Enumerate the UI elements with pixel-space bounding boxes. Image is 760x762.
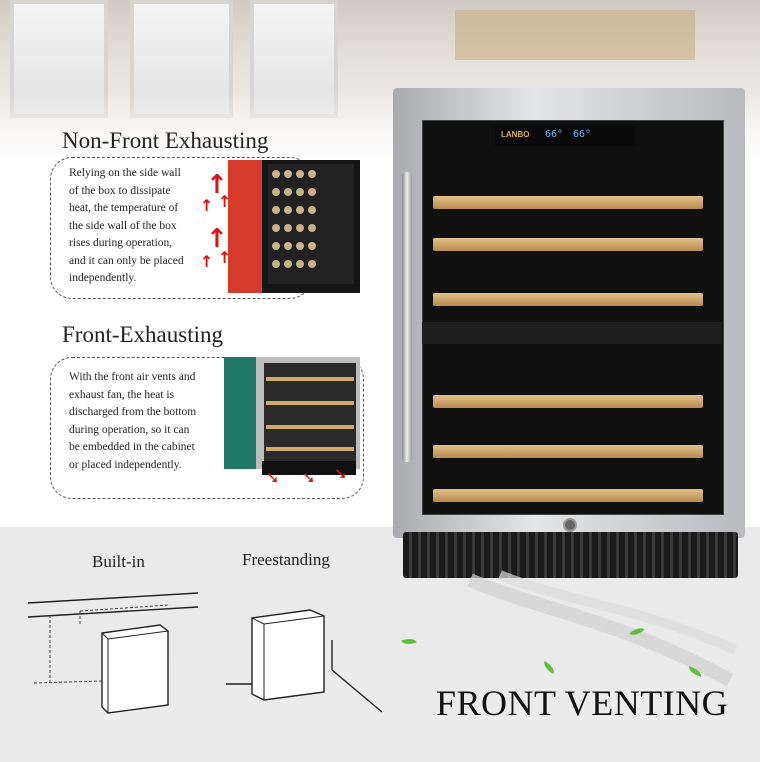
non-front-fridge-image	[228, 160, 360, 293]
built-in-diagram	[27, 592, 199, 714]
front-venting-title: FRONT VENTING	[436, 683, 729, 723]
non-front-heading: Non-Front Exhausting	[62, 128, 269, 153]
front-fridge-image	[224, 357, 360, 475]
brand-logo: LANBO	[501, 130, 530, 139]
kitchen-cabinet-decor	[455, 10, 695, 60]
wood-shelf	[433, 238, 703, 251]
non-front-text: Relying on the side wall of the box to d…	[69, 167, 184, 284]
heat-up-arrow-icon: ↑	[200, 252, 214, 271]
heat-up-arrow-icon: ↑	[200, 196, 214, 215]
temp-display-left: 66°	[545, 129, 564, 140]
wood-shelf	[433, 395, 703, 408]
door-handle	[402, 172, 412, 462]
freestanding-label: Freestanding	[242, 550, 330, 569]
control-panel: LANBO 66° 66°	[495, 126, 635, 146]
freestanding-diagram	[226, 609, 383, 713]
front-vent-grille	[403, 532, 738, 578]
heat-up-arrow-icon: ↑	[206, 170, 228, 200]
exhaust-arrow-icon: ➘	[266, 468, 280, 487]
heat-up-arrow-icon: ↑	[218, 248, 232, 267]
airflow-graphic	[467, 570, 738, 687]
zone-divider	[422, 322, 722, 344]
heat-up-arrow-icon: ↑	[206, 224, 228, 254]
lock-icon	[563, 518, 577, 532]
heat-up-arrow-icon: ↑	[218, 192, 232, 211]
built-in-label: Built-in	[92, 552, 145, 571]
wood-shelf	[433, 293, 703, 306]
exhaust-arrow-icon: ➘	[302, 468, 316, 487]
wood-shelf	[433, 196, 703, 209]
wood-shelf	[433, 445, 703, 458]
wood-shelf	[433, 489, 703, 502]
temp-display-right: 66°	[573, 129, 592, 140]
exhaust-arrow-icon: ➘	[334, 464, 348, 483]
front-heading: Front-Exhausting	[62, 322, 223, 347]
front-text: With the front air vents and exhaust fan…	[69, 371, 197, 471]
